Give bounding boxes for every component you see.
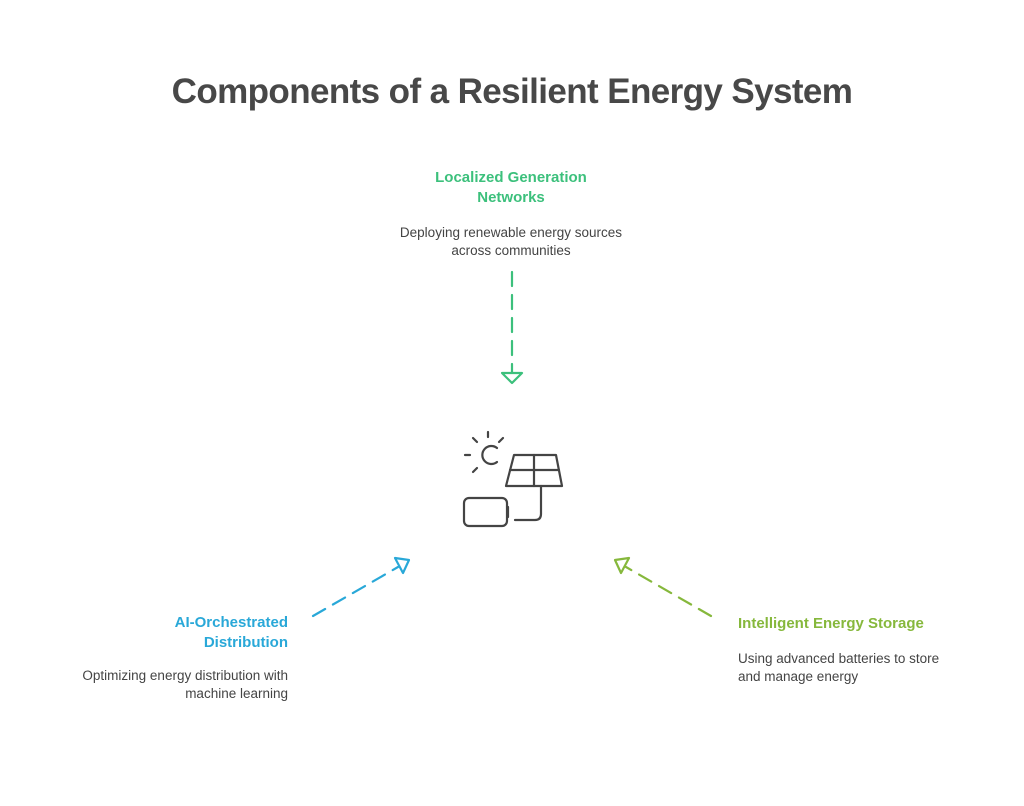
distribution-arrow <box>311 556 411 618</box>
distribution-description: Optimizing energy distribution with mach… <box>82 668 288 701</box>
storage-arrow-shaft <box>624 565 713 618</box>
distribution-arrowhead-icon <box>393 556 411 575</box>
battery-icon <box>462 496 510 528</box>
solar-panel-icon <box>504 453 564 522</box>
storage-heading: Intelligent Energy Storage <box>738 615 924 632</box>
generation-heading: Localized Generation Networks <box>435 169 587 206</box>
generation-description: Deploying renewable energy sources acros… <box>399 225 623 258</box>
storage-arrowhead-icon <box>613 556 631 575</box>
sun-icon <box>463 430 505 474</box>
generation-arrow <box>500 270 524 385</box>
diagram-title: Components of a Resilient Energy System <box>171 72 853 111</box>
storage-arrow <box>613 556 713 618</box>
generation-arrowhead-icon <box>500 371 524 385</box>
distribution-heading: AI-Orchestrated Distribution <box>174 614 288 651</box>
storage-description: Using advanced batteries to store and ma… <box>738 651 940 684</box>
distribution-arrow-shaft <box>311 565 400 618</box>
solar-panel-battery-icon <box>462 430 564 528</box>
